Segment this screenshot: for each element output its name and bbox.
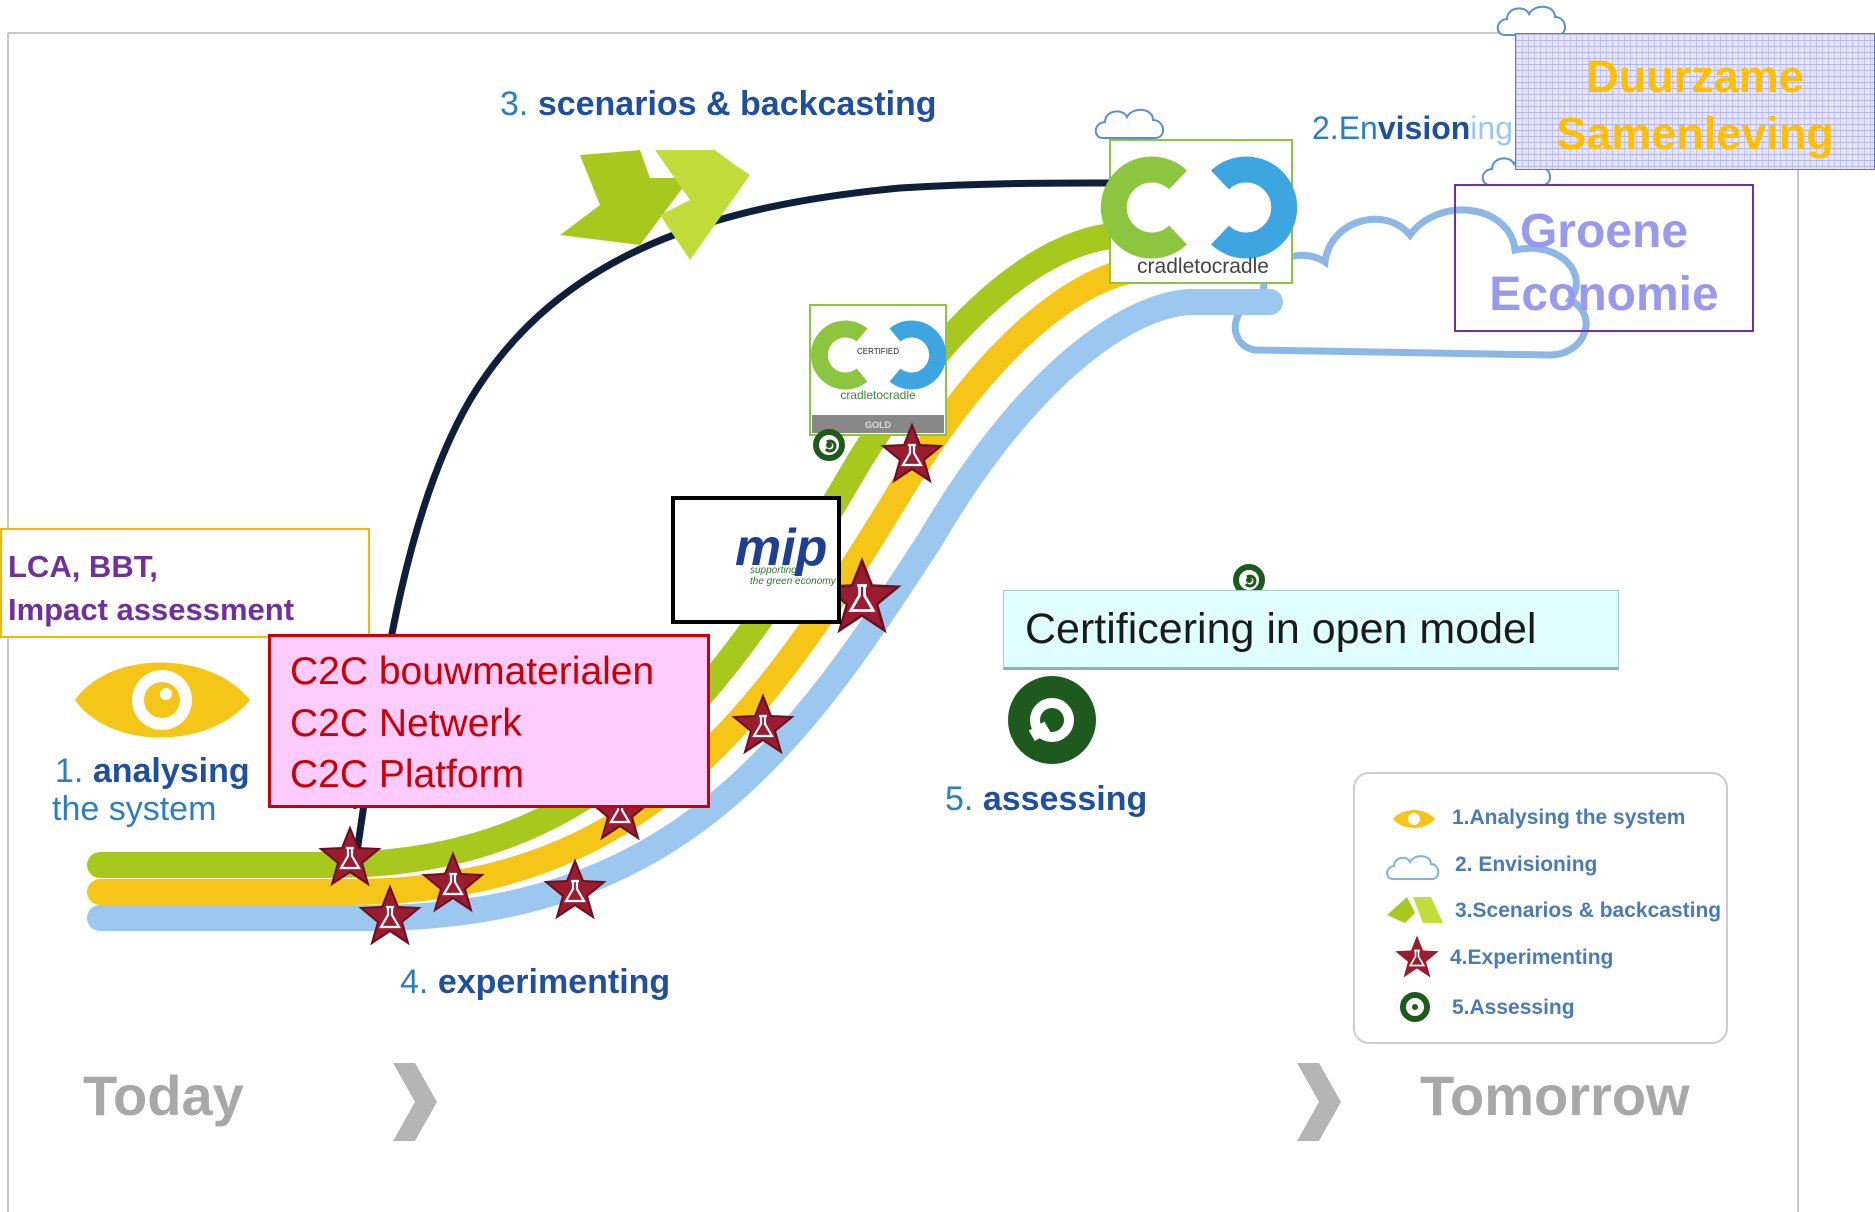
groene-economie-box [1454, 184, 1754, 332]
legend-item-3: 3.Scenarios & backcasting [1455, 899, 1722, 922]
legend-item-4: 4.Experimenting [1450, 946, 1614, 969]
c2c-line-2: C2C Netwerk [290, 702, 522, 745]
lca-callout-box [0, 528, 370, 638]
mip-logo-tagline: supporting the green economy [750, 565, 836, 587]
legend-star-icon [1395, 935, 1439, 978]
c2c-certified-name: cradletocradle [840, 388, 916, 402]
duurzame-samenleving-text: Duurzame Samenleving [1515, 48, 1875, 162]
step-analysing-label: 1. analysing [55, 752, 250, 790]
chevron-right-icon-1 [393, 1063, 437, 1141]
chevron-right-icon-2 [1297, 1063, 1341, 1141]
c2c-badge-logo [1100, 139, 1298, 284]
step-assessing-label: 5. assessing [945, 780, 1148, 818]
c2c-badge-name: cradletocradle [1137, 255, 1269, 278]
legend-icons [1386, 810, 1443, 1022]
groene-line-2: Economie [1489, 268, 1719, 321]
duurzame-line-1: Duurzame [1586, 51, 1804, 102]
legend-item-2: 2. Envisioning [1455, 853, 1598, 876]
legend-arrows-icon [1387, 897, 1443, 923]
lca-line-2: Impact assessment [8, 592, 295, 627]
lca-callout-text: LCA, BBT, Impact assessment [8, 545, 294, 631]
duurzame-line-2: Samenleving [1556, 108, 1834, 159]
legend-item-1: 1.Analysing the system [1452, 806, 1686, 829]
cloud-icon-1 [1094, 108, 1165, 139]
eye-icon [75, 662, 250, 738]
step-analysing-sub: the system [52, 790, 217, 828]
assess-icon-small-1 [816, 432, 842, 458]
lca-line-1: LCA, BBT, [8, 549, 158, 584]
legend-cloud-icon [1386, 855, 1440, 880]
step-experimenting-label: 4. experimenting [400, 963, 671, 1001]
c2c-certified-level: GOLD [865, 420, 891, 430]
c2c-line-1: C2C bouwmaterialen [290, 650, 655, 693]
legend-item-5: 5.Assessing [1452, 996, 1575, 1019]
certification-callout-box [1003, 590, 1619, 670]
yellow-band [87, 255, 1273, 905]
c2c-certified-top: CERTIFIED [856, 347, 900, 356]
backcasting-arrows-icon [560, 150, 750, 260]
c2c-line-3: C2C Platform [290, 753, 525, 796]
groene-line-1: Groene [1519, 205, 1689, 258]
c2c-gold-certified-logo [809, 304, 947, 436]
step-scenarios-label: 3. scenarios & backcasting [500, 85, 937, 123]
certification-callout-text: Certificering in open model [1025, 605, 1537, 653]
mip-logo-word: mip [735, 519, 828, 577]
cloud-icon-2 [1496, 5, 1567, 36]
legend-eye-icon [1393, 810, 1435, 828]
duurzame-samenleving-box [1515, 33, 1875, 170]
c2c-callout-box [268, 634, 710, 808]
groene-economie-text: Groene Economie [1454, 200, 1754, 326]
step-envisioning-label: 2.Envisioning [1312, 110, 1513, 146]
mip-logo-box [671, 496, 841, 624]
legend-assess-icon [1400, 992, 1430, 1022]
timeline-tomorrow: Tomorrow [1420, 1064, 1690, 1127]
assess-icon-large [1008, 676, 1096, 764]
timeline-today: Today [83, 1064, 244, 1127]
